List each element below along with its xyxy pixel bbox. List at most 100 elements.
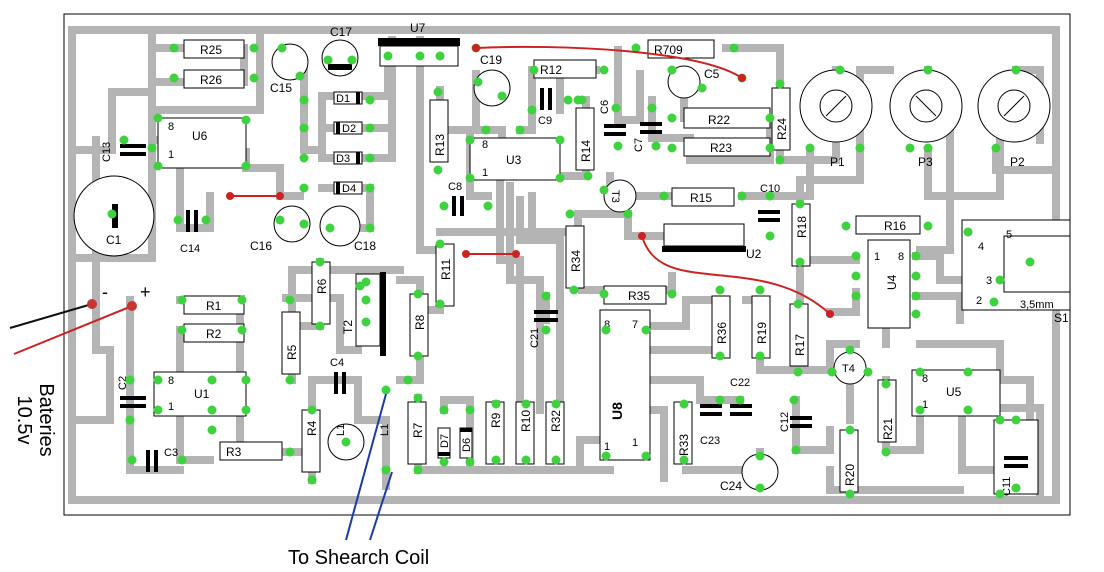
capacitor-c3: C3: [146, 447, 178, 472]
solder-pad: [551, 455, 561, 465]
solder-pad: [173, 215, 183, 225]
solder-pad: [299, 183, 309, 193]
solder-pad: [679, 455, 689, 465]
svg-text:R13: R13: [433, 134, 447, 156]
svg-text:8: 8: [898, 251, 904, 263]
svg-text:S1: S1: [1054, 311, 1069, 325]
solder-pad: [153, 113, 163, 123]
capacitor-c23: C23: [700, 404, 722, 447]
svg-text:C9: C9: [538, 115, 552, 127]
solder-pad: [413, 393, 423, 403]
solder-pad: [119, 135, 129, 145]
resistor-r18: R18: [791, 203, 811, 267]
svg-text:R36: R36: [715, 322, 729, 344]
solder-pad: [465, 173, 475, 183]
solder-pad: [365, 95, 375, 105]
svg-text:1: 1: [168, 149, 174, 161]
solder-pad: [177, 455, 187, 465]
solder-pad: [249, 43, 259, 53]
resistor-r16: R16: [855, 215, 921, 235]
solder-pad: [863, 367, 873, 377]
resistor-r8: R8: [409, 293, 429, 357]
svg-text:C3: C3: [164, 447, 178, 459]
resistor-r36: R36: [711, 295, 731, 359]
svg-text:C13: C13: [101, 142, 113, 162]
solder-pad: [915, 405, 925, 415]
potentiometer-p2: P2: [977, 69, 1051, 169]
svg-text:D7: D7: [439, 434, 451, 448]
solder-pad: [201, 215, 211, 225]
battery-leads: - +: [9, 282, 151, 355]
svg-text:R22: R22: [708, 113, 730, 127]
solder-pad: [911, 291, 921, 301]
solder-pad: [911, 309, 921, 319]
resistor-r35: R35: [603, 285, 667, 305]
solder-pad: [415, 51, 425, 61]
solder-pad: [435, 239, 445, 249]
solder-pad: [641, 451, 651, 461]
solder-pad: [491, 455, 501, 465]
solder-pad: [177, 325, 187, 335]
solder-pad: [341, 437, 351, 447]
solder-pad: [153, 405, 163, 415]
solder-pad: [995, 489, 1005, 499]
solder-pad: [347, 55, 357, 65]
solder-pad: [177, 295, 187, 305]
solder-pad: [789, 395, 799, 405]
svg-text:R32: R32: [549, 410, 563, 432]
resistor-r14: R14: [575, 107, 595, 171]
battery-lead-positive: [13, 305, 133, 355]
solder-pad: [667, 289, 677, 299]
solder-pad: [755, 451, 765, 461]
solder-pad: [1011, 483, 1021, 493]
solder-pad: [241, 375, 251, 385]
solder-pad: [465, 457, 475, 467]
solder-pad: [991, 143, 1001, 153]
diode-d1: D1: [333, 91, 363, 105]
solder-pad: [365, 153, 375, 163]
svg-text:T4: T4: [842, 363, 855, 375]
svg-text:R25: R25: [200, 43, 222, 57]
solder-pad: [315, 257, 325, 267]
solder-pad: [601, 451, 611, 461]
svg-text:1: 1: [604, 441, 610, 453]
solder-pad: [207, 425, 217, 435]
resistor-r26: R26: [183, 69, 245, 89]
svg-text:R24: R24: [775, 118, 789, 140]
resistor-r7: R7: [407, 401, 427, 465]
solder-pad: [963, 405, 973, 415]
solder-pad: [551, 399, 561, 409]
capacitor-c7: C7: [633, 122, 662, 152]
resistor-r33: R33: [673, 401, 693, 465]
solder-pad: [1011, 415, 1021, 425]
resistor-r20: R20: [839, 429, 859, 493]
svg-text:3,5mm: 3,5mm: [1020, 299, 1054, 311]
solder-pad: [355, 281, 365, 291]
solder-pad: [515, 125, 525, 135]
solder-pad: [851, 271, 861, 281]
svg-text:8: 8: [604, 319, 610, 331]
capacitor-c24: C24: [720, 453, 779, 493]
solder-pad: [641, 325, 651, 335]
svg-text:C5: C5: [704, 67, 720, 81]
solder-pad: [237, 325, 247, 335]
solder-pad: [795, 257, 805, 267]
resistor-r23: R23: [683, 137, 771, 157]
solder-pad: [755, 285, 765, 295]
solder-pad: [365, 223, 375, 233]
solder-pad: [125, 415, 135, 425]
svg-text:D4: D4: [342, 183, 356, 195]
svg-text:D3: D3: [336, 153, 350, 165]
solder-pad: [107, 209, 117, 219]
svg-text:R20: R20: [843, 464, 857, 486]
solder-pad: [381, 465, 391, 475]
capacitor-c18: C18: [319, 205, 376, 253]
jumper-wire: [475, 45, 743, 79]
solder-pad: [541, 291, 551, 301]
solder-pad: [361, 295, 371, 305]
solder-pad: [647, 103, 657, 113]
svg-text:T2: T2: [341, 320, 355, 334]
svg-text:R4: R4: [305, 420, 319, 436]
svg-text:C1: C1: [106, 233, 122, 247]
svg-text:R7: R7: [411, 422, 425, 438]
